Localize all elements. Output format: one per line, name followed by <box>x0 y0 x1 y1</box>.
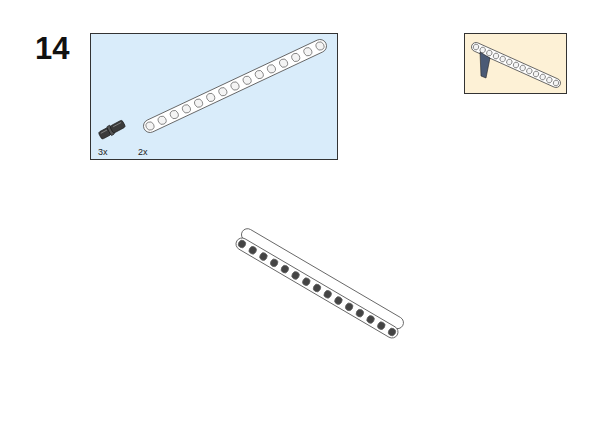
beam-part <box>141 37 328 134</box>
preview-panel <box>465 34 567 94</box>
beam-preview <box>470 41 562 89</box>
beam-assembly <box>234 226 406 340</box>
parts-callout: 3x 2x <box>90 33 338 160</box>
connector-pin <box>98 119 127 141</box>
part-count: 3x <box>98 148 108 157</box>
bracket-preview <box>480 52 490 78</box>
step-number: 14 <box>35 33 69 64</box>
part-count: 2x <box>138 148 148 157</box>
parts-panel <box>90 33 338 160</box>
